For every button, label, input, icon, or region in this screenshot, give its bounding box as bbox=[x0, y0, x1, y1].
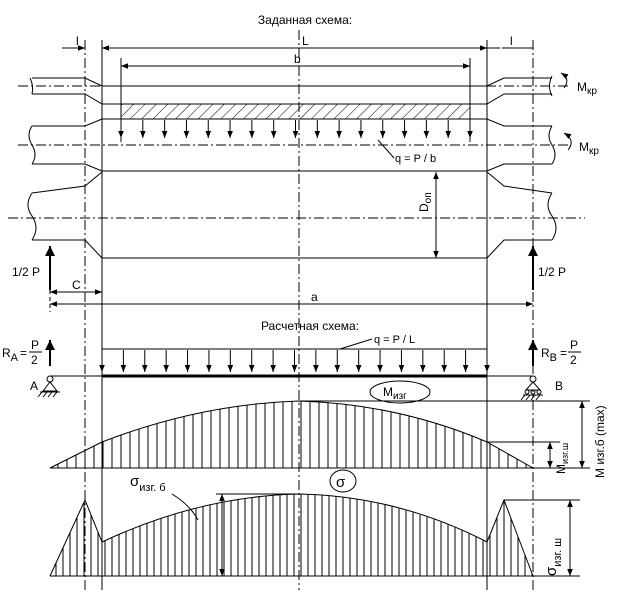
bearing-force-arrows bbox=[45, 246, 538, 290]
reaction-arrows bbox=[45, 340, 538, 366]
q-design-leader bbox=[339, 338, 373, 350]
moment-curve bbox=[49, 400, 534, 469]
stress-curve bbox=[49, 493, 534, 577]
moment-dimensions bbox=[299, 400, 590, 469]
svg-text:RA: RA bbox=[2, 346, 19, 364]
hatched-load-zone bbox=[120, 103, 471, 120]
svg-text:P: P bbox=[31, 338, 39, 352]
torque-label-2: Mкр bbox=[579, 140, 599, 157]
sigma-sh-label: σизг. ш bbox=[543, 538, 564, 576]
moment-hatching bbox=[57, 401, 527, 468]
support-b bbox=[520, 375, 543, 401]
sigma-label: σ bbox=[336, 474, 346, 491]
given-scheme-title: Заданная схема: bbox=[258, 13, 352, 27]
svg-text:=: = bbox=[560, 346, 567, 360]
roll-1 bbox=[18, 75, 570, 105]
dim-c-a bbox=[49, 289, 533, 312]
design-scheme-title: Расчетная схема: bbox=[261, 319, 359, 333]
distributed-load-arrows-design bbox=[99, 350, 490, 372]
torque-symbol-1: Mкр bbox=[560, 72, 597, 97]
sigma-label-ellipse bbox=[329, 469, 357, 493]
svg-text:RB: RB bbox=[541, 346, 557, 364]
dim-L-label: L bbox=[302, 34, 309, 48]
sigma-b-leader bbox=[171, 493, 199, 521]
dim-C-label: C bbox=[72, 278, 81, 292]
q-given-leader bbox=[377, 139, 395, 159]
svg-text:=: = bbox=[20, 346, 27, 360]
dim-D-label: Dоп bbox=[417, 192, 434, 212]
q-design-label: q = P / L bbox=[374, 334, 415, 346]
stress-hatching bbox=[55, 494, 533, 576]
top-dimensions bbox=[62, 45, 533, 142]
reaction-a-label: RA = P 2 bbox=[2, 338, 42, 367]
dim-b-label: b bbox=[294, 52, 301, 66]
sigma-b-label: σизг. б bbox=[130, 473, 166, 494]
svg-text:P: P bbox=[570, 338, 578, 352]
dim-l-right-label: l bbox=[510, 34, 513, 48]
half-p-left-label: 1/2 P bbox=[12, 265, 40, 279]
roll-2 bbox=[18, 118, 570, 172]
moment-label-ellipse bbox=[369, 380, 431, 404]
dim-a-label: a bbox=[311, 290, 318, 304]
stress-dimensions bbox=[216, 493, 580, 577]
q-given-label: q = P / b bbox=[395, 153, 436, 165]
distributed-load-arrows-given bbox=[118, 120, 473, 138]
moment-sh-label: Mизг.ш bbox=[554, 443, 570, 474]
reaction-b-label: RB = P 2 bbox=[541, 338, 581, 367]
moment-max-label: M изг.б (max) bbox=[593, 405, 607, 478]
support-b-label: B bbox=[555, 379, 563, 393]
svg-text:2: 2 bbox=[31, 353, 38, 367]
svg-text:2: 2 bbox=[570, 353, 577, 367]
support-a-label: A bbox=[30, 379, 38, 393]
vertical-reference-lines bbox=[84, 30, 534, 590]
moment-label: Mизг bbox=[383, 385, 407, 402]
roll-3 bbox=[8, 171, 585, 259]
half-p-right-label: 1/2 P bbox=[538, 265, 566, 279]
support-a bbox=[37, 375, 60, 398]
dim-l-left-label: l bbox=[76, 34, 79, 48]
torque-label-1: Mкр bbox=[577, 80, 597, 97]
torque-symbol-2: Mкр bbox=[563, 132, 599, 157]
